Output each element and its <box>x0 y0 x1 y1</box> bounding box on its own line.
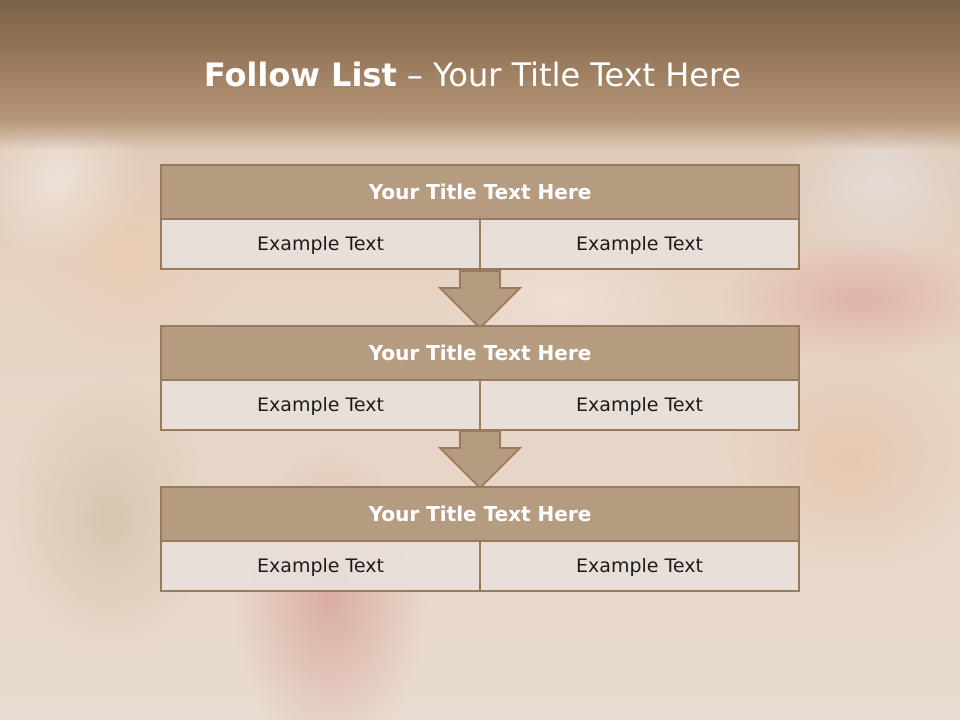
row-cells: Example Text Example Text <box>160 381 800 431</box>
row-cell-right: Example Text <box>481 220 800 270</box>
row-cell-left: Example Text <box>160 220 481 270</box>
row-title: Your Title Text Here <box>160 164 800 220</box>
row-title: Your Title Text Here <box>160 325 800 381</box>
down-arrow-icon <box>438 430 522 490</box>
list-item: Your Title Text Here Example Text Exampl… <box>160 164 800 270</box>
row-cell-left: Example Text <box>160 381 481 431</box>
row-cells: Example Text Example Text <box>160 220 800 270</box>
slide-title: Follow List – Your Title Text Here <box>0 52 945 98</box>
list-item: Your Title Text Here Example Text Exampl… <box>160 325 800 431</box>
slide-title-rest: – Your Title Text Here <box>406 56 742 94</box>
row-cell-right: Example Text <box>481 542 800 592</box>
down-arrow-icon <box>438 270 522 330</box>
header-band <box>0 0 960 150</box>
slide-title-bold: Follow List <box>203 56 397 94</box>
row-cells: Example Text Example Text <box>160 542 800 592</box>
row-cell-right: Example Text <box>481 381 800 431</box>
row-title: Your Title Text Here <box>160 486 800 542</box>
list-item: Your Title Text Here Example Text Exampl… <box>160 486 800 592</box>
row-cell-left: Example Text <box>160 542 481 592</box>
